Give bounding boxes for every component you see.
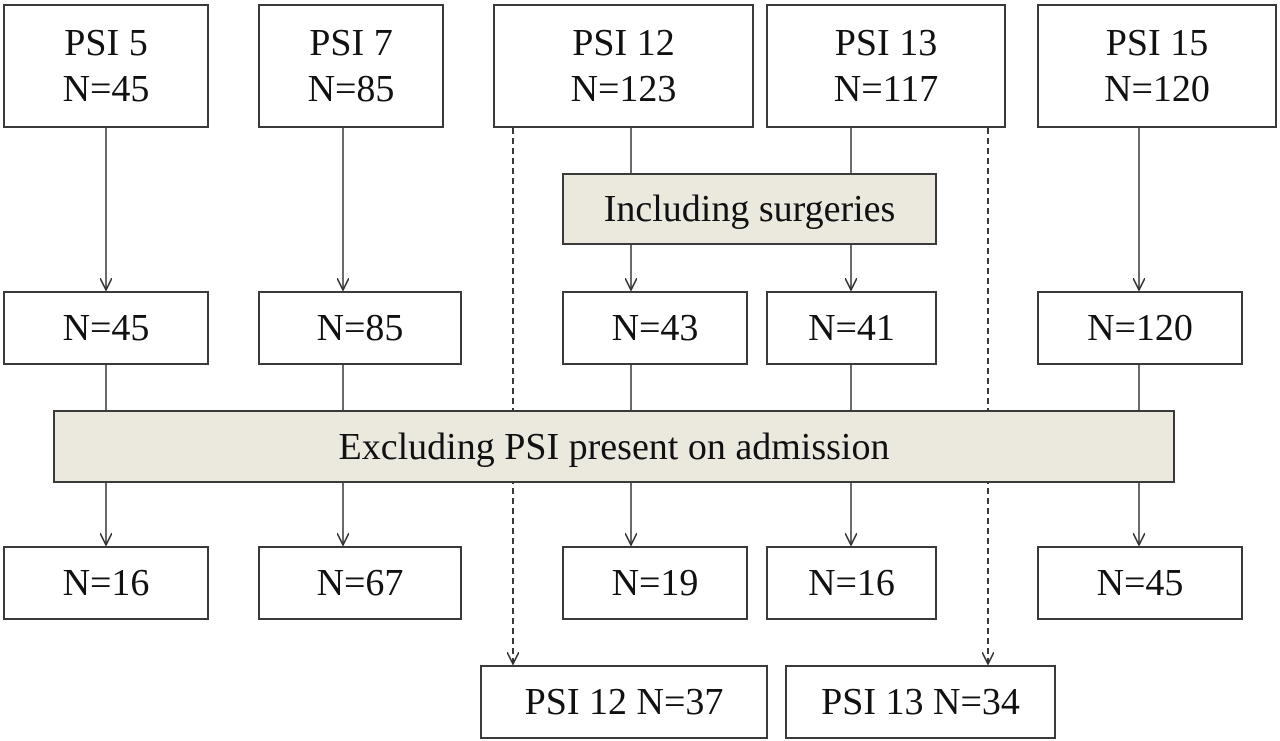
- extra-box-psi13: PSI 13 N=34: [785, 665, 1056, 739]
- mid-box-psi7: N=85: [258, 291, 462, 365]
- top-box-title: PSI 15: [1105, 22, 1209, 64]
- mid-box-psi15: N=120: [1037, 291, 1243, 365]
- mid-box-psi5: N=45: [3, 291, 209, 365]
- top-box-count: N=117: [833, 68, 939, 110]
- top-box-count: N=45: [62, 68, 150, 110]
- mid-box-psi12: N=43: [562, 291, 748, 365]
- bottom-box-psi5: N=16: [3, 546, 209, 620]
- top-box-count: N=120: [1104, 68, 1210, 110]
- top-box-psi13: PSI 13 N=117: [766, 4, 1006, 128]
- bottom-box-psi12: N=19: [562, 546, 748, 620]
- top-box-count: N=85: [307, 68, 395, 110]
- bottom-box-psi15: N=45: [1037, 546, 1243, 620]
- top-box-psi15: PSI 15 N=120: [1037, 4, 1277, 128]
- top-box-title: PSI 13: [834, 22, 938, 64]
- mid-box-psi13: N=41: [766, 291, 937, 365]
- top-box-title: PSI 5: [64, 22, 148, 64]
- top-box-psi12: PSI 12 N=123: [493, 4, 754, 128]
- top-box-psi5: PSI 5 N=45: [3, 4, 209, 128]
- extra-box-psi12: PSI 12 N=37: [480, 665, 768, 739]
- top-box-psi7: PSI 7 N=85: [258, 4, 444, 128]
- top-box-title: PSI 12: [572, 22, 675, 64]
- bottom-box-psi7: N=67: [258, 546, 462, 620]
- excluding-poa-band: Excluding PSI present on admission: [53, 410, 1175, 483]
- including-surgeries-box: Including surgeries: [562, 173, 937, 245]
- top-box-title: PSI 7: [309, 22, 393, 64]
- top-box-count: N=123: [570, 68, 677, 110]
- bottom-box-psi13: N=16: [766, 546, 937, 620]
